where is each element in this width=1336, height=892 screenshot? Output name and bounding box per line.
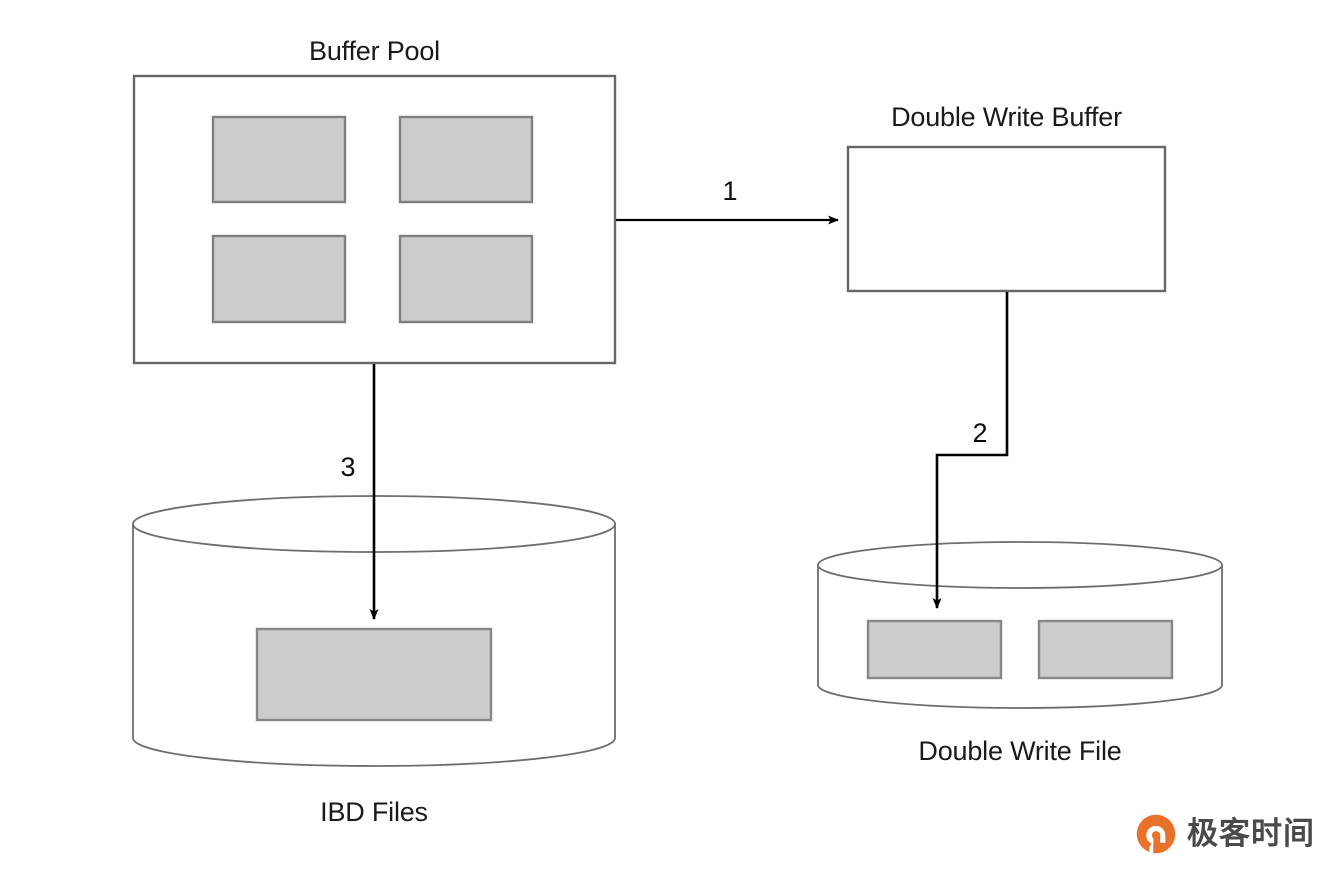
double-write-file-page-2[interactable] [1037,619,1174,680]
double-write-file-page-1[interactable] [866,619,1003,680]
ibd-files-page-1[interactable] [255,627,493,722]
edge-3-label: 3 [340,452,356,482]
geektime-logo-icon [1136,814,1176,854]
buffer-pool-page-3[interactable] [211,234,347,324]
edge-1-label: 1 [722,176,738,206]
buffer-pool-box[interactable] [132,74,617,365]
geektime-watermark-text: 极客时间 [1187,815,1315,852]
ibd-files-label: IBD Files [320,797,428,827]
geektime-watermark: 极客时间 [1134,812,1315,856]
buffer-pool-page-1[interactable] [211,115,347,204]
double-write-buffer-label: Double Write Buffer [891,102,1122,132]
edge-2-arrow [932,292,1009,609]
buffer-pool-page-2[interactable] [398,115,534,204]
double-write-file-label: Double Write File [918,736,1122,766]
buffer-pool-page-4[interactable] [398,234,534,324]
edge-2-label: 2 [972,418,988,448]
double-write-buffer-box[interactable] [846,145,1167,293]
buffer-pool-label: Buffer Pool [309,36,440,66]
